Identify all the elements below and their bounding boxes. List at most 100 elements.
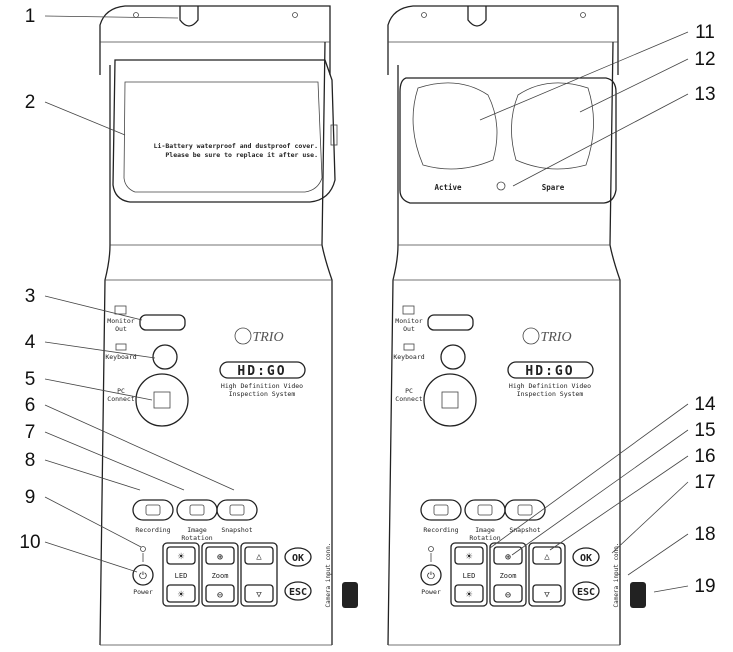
top-cap (99, 5, 331, 75)
battery-compartment (399, 77, 617, 204)
led-up-icon: ☀ (178, 550, 185, 563)
callout-line (44, 431, 185, 491)
pc-connect-label: PC (405, 387, 413, 395)
zoom-in-icon: ⊕ (217, 552, 223, 563)
hdgo-badge (219, 361, 306, 379)
led-up-icon: ☀ (466, 550, 473, 563)
hdgo-badge (507, 361, 594, 379)
down-arrow-icon: ▽ (256, 590, 262, 600)
recording-button (420, 499, 462, 521)
callout-line (512, 93, 689, 187)
arrows-up-button (532, 546, 562, 565)
keyboard-label: Keyboard (105, 353, 136, 361)
camera-mount (467, 6, 487, 27)
callout-number: 8 (25, 450, 36, 471)
rotate-icon (477, 504, 493, 516)
usb-port (153, 391, 171, 409)
ok-label: OK (580, 553, 592, 564)
camera-input-label: Camera input conn. (613, 542, 620, 607)
battery-label-active: Active (434, 183, 462, 192)
callout-line (44, 404, 235, 491)
arrows-group (240, 542, 278, 607)
screw-icon (580, 12, 586, 18)
zoom-label: Zoom (500, 572, 517, 580)
callout-number: 13 (694, 84, 715, 105)
rotation-label: Rotation (181, 534, 212, 542)
arrows-up-button (244, 546, 274, 565)
callout-line (611, 481, 689, 554)
zoom-out-icon: ⊖ (505, 590, 511, 601)
esc-label: ESC (577, 587, 595, 598)
ok-button (284, 547, 312, 567)
callout-number: 17 (694, 472, 715, 493)
led-down-button (166, 584, 196, 603)
callout-line (579, 58, 689, 113)
battery-cover (112, 59, 336, 203)
camera-icon (517, 504, 533, 516)
rotation-label: Rotation (469, 534, 500, 542)
usb-port-recess (135, 373, 189, 427)
monitor-icon (402, 305, 415, 315)
trio-logo-mark (234, 327, 252, 345)
ok-button (572, 547, 600, 567)
snapshot-label: Snapshot (509, 526, 540, 534)
callout-number: 11 (695, 22, 715, 43)
battery-active (412, 82, 498, 170)
camera-icon (229, 504, 245, 516)
callout-number: 6 (25, 395, 36, 416)
callout-number: 19 (694, 576, 715, 597)
recording-label: Recording (423, 526, 458, 534)
tagline: Inspection System (517, 390, 584, 398)
led-label: LED (175, 572, 188, 580)
release-button (496, 181, 506, 191)
pc-connect-label: Connect (395, 395, 422, 403)
cover-warning-text: Please be sure to replace it after use. (165, 151, 318, 159)
led-group (162, 542, 200, 607)
rotation-button (464, 499, 506, 521)
led-down-icon: ☀ (466, 588, 473, 601)
power-label: Power (133, 588, 153, 596)
led-down-button (454, 584, 484, 603)
zoom-in-icon: ⊕ (505, 552, 511, 563)
camera-input-connector (630, 582, 646, 608)
usb-port (441, 391, 459, 409)
power-led (140, 546, 146, 552)
esc-label: ESC (289, 587, 307, 598)
zoom-out-icon: ⊖ (217, 590, 223, 601)
arrows-group (528, 542, 566, 607)
video-camera-icon (145, 504, 161, 516)
callout-number: 5 (25, 369, 36, 390)
power-icon: ⏻ (427, 571, 435, 582)
ok-label: OK (292, 553, 304, 564)
monitor-out-label: Monitor (107, 317, 134, 325)
keyboard-icon (403, 343, 415, 351)
camera-mount (179, 6, 199, 27)
zoom-down-button (205, 584, 235, 603)
pc-connect-label: Connect (107, 395, 134, 403)
led-up-button (454, 546, 484, 565)
pc-connect-label: PC (117, 387, 125, 395)
snapshot-button (504, 499, 546, 521)
snapshot-button (216, 499, 258, 521)
camera-input-connector (342, 582, 358, 608)
callout-number: 4 (25, 332, 36, 353)
tagline: High Definition Video (221, 382, 303, 390)
vga-port (139, 314, 186, 331)
callout-line (44, 101, 126, 136)
zoom-up-button (493, 546, 523, 565)
monitor-out-label: Monitor (395, 317, 422, 325)
rotation-label: Image (475, 526, 495, 534)
callout-number: 12 (694, 49, 715, 70)
callout-number: 7 (25, 422, 36, 443)
screw-icon (133, 12, 139, 18)
callout-number: 14 (694, 394, 716, 415)
zoom-label: Zoom (212, 572, 229, 580)
down-arrow-icon: ▽ (544, 590, 550, 600)
callout-line (44, 378, 153, 401)
monitor-icon (114, 305, 127, 315)
power-button (420, 564, 442, 586)
ps2-port (440, 344, 466, 370)
callout-number: 9 (25, 487, 36, 508)
